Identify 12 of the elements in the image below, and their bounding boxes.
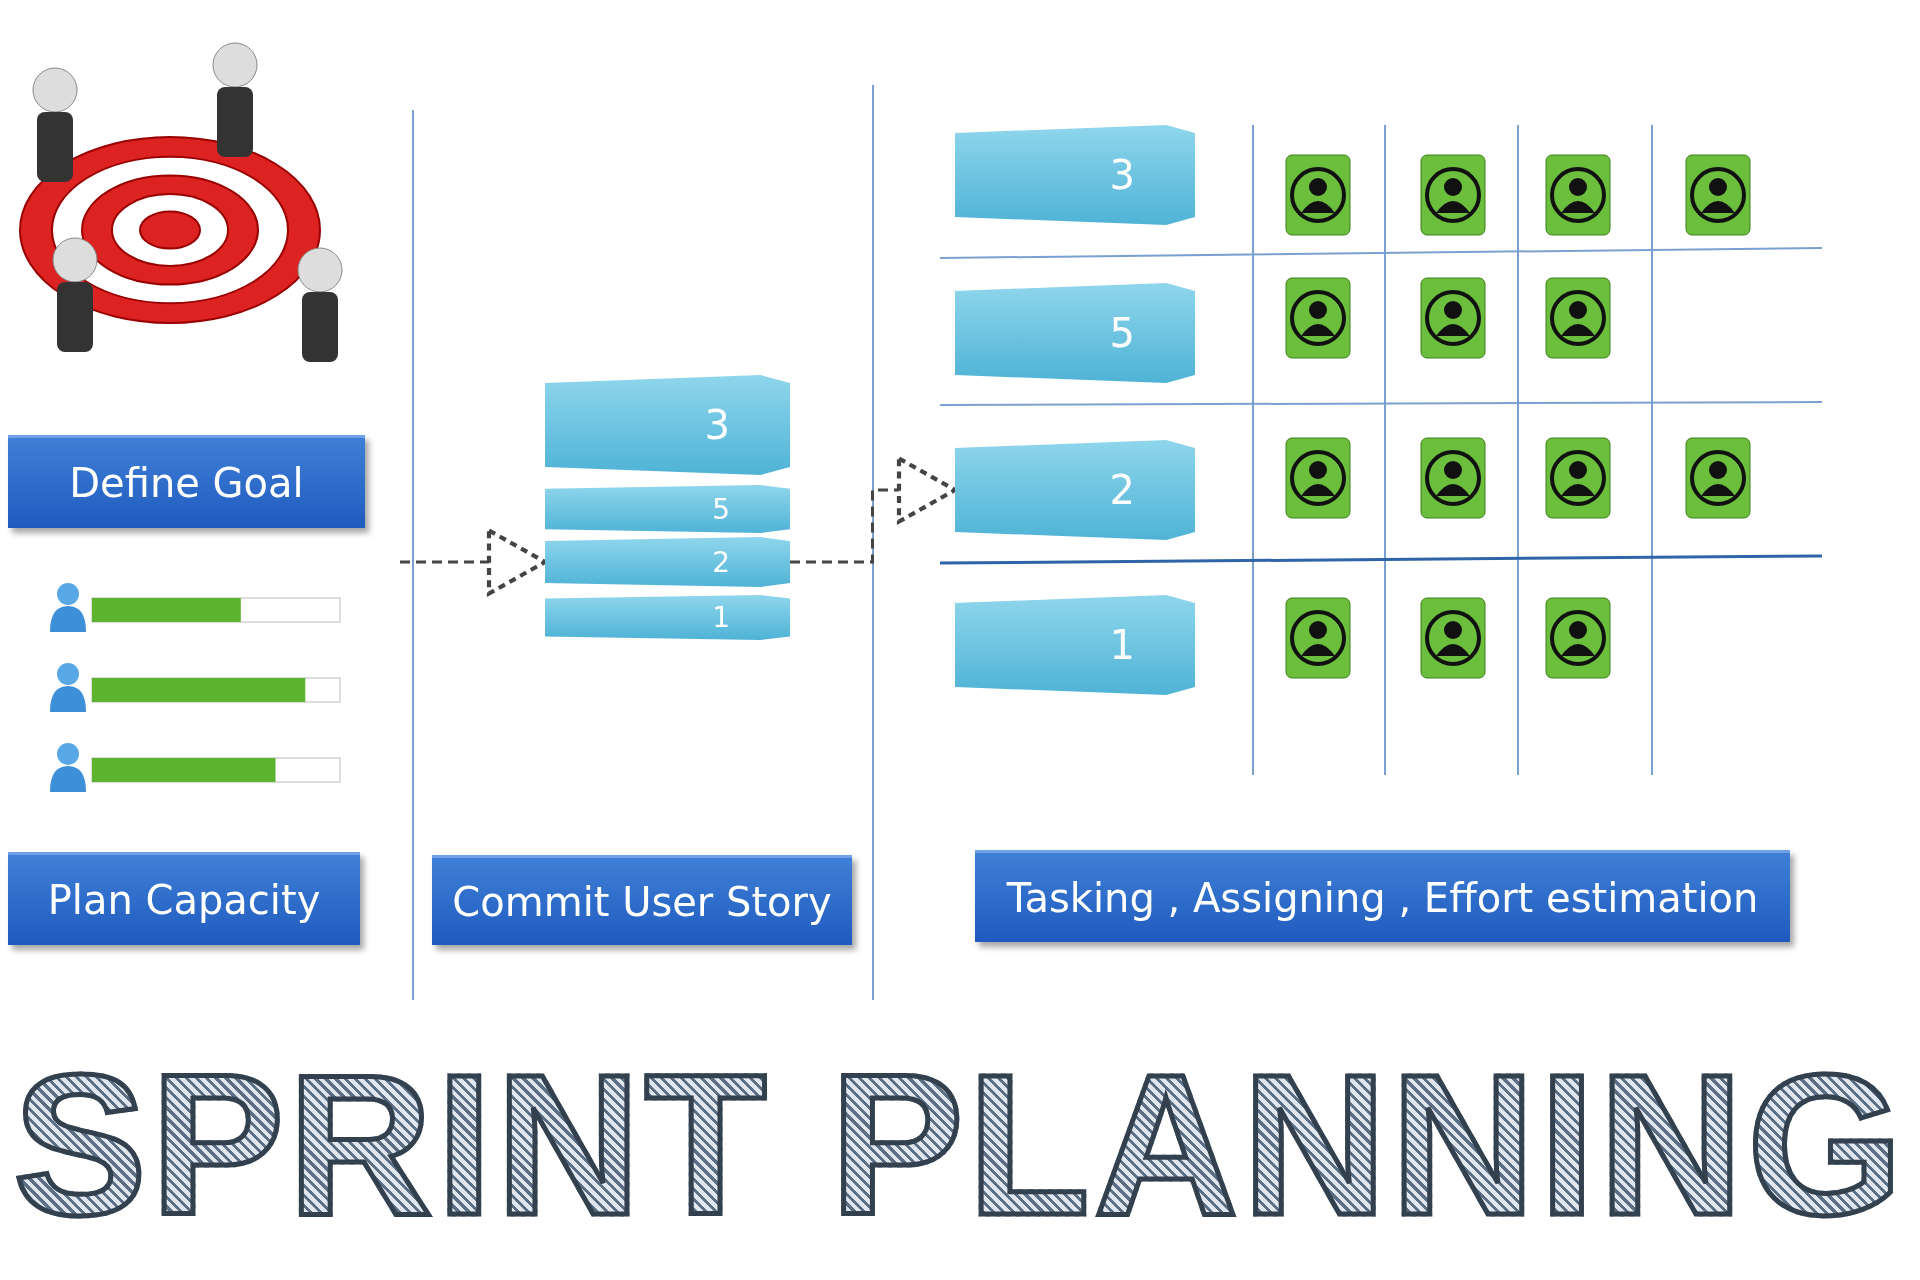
step-banner: Commit User Story — [432, 855, 852, 945]
step-banner: Plan Capacity — [8, 852, 360, 945]
step-banner: Tasking , Assigning , Effort estimation — [975, 850, 1790, 942]
step-banner: Define Goal — [8, 435, 365, 528]
story-block: 5 — [545, 485, 790, 533]
story-block: 2 — [545, 537, 790, 587]
story-block: 1 — [545, 595, 790, 640]
story-block: 1 — [955, 595, 1195, 695]
story-block: 3 — [955, 125, 1195, 225]
story-block: 5 — [955, 283, 1195, 383]
story-block: 3 — [545, 375, 790, 475]
story-block: 2 — [955, 440, 1195, 540]
